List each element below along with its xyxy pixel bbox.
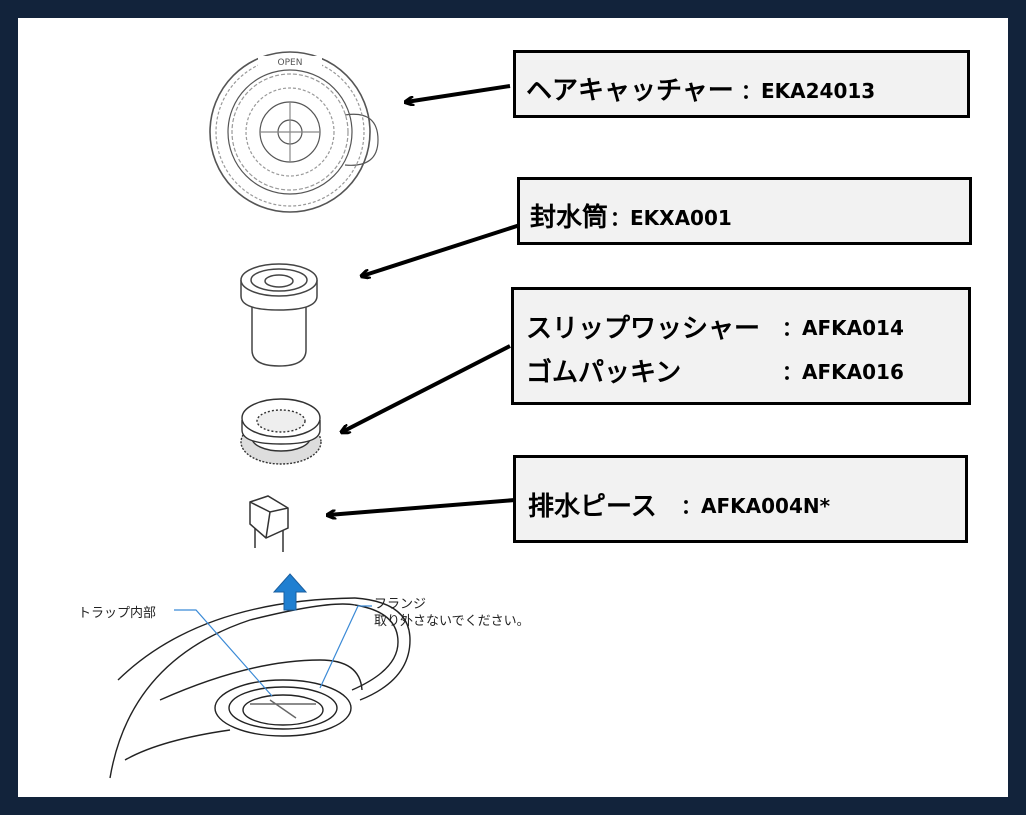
callout-seal-tube: 封水筒 ：EKXA001: [517, 177, 972, 245]
annotation-leaders: [174, 605, 372, 697]
hair-catcher-code: ：EKA24013: [741, 79, 876, 103]
annotation-trap-interior: トラップ内部: [78, 606, 157, 621]
rubber-packing-label: ゴムパッキン: [526, 358, 682, 388]
slip-washer-code: ：AFKA014: [782, 316, 904, 340]
hair-catcher-marking: OPEN: [278, 58, 303, 68]
arrow-seal-tube: [362, 223, 521, 276]
hair-catcher-drawing: [209, 51, 379, 213]
rubber-packing-code: ：AFKA016: [782, 360, 904, 384]
seal-tube-drawing: [240, 263, 318, 367]
drain-piece-code: ：AFKA004N*: [681, 494, 831, 518]
slip-washer-label: スリップワッシャー: [526, 314, 761, 344]
drain-piece-label: 排水ピース: [528, 492, 657, 522]
hair-catcher-label: ヘアキャッチャー: [526, 76, 734, 106]
arrow-drain-piece: [328, 498, 516, 515]
drain-piece-drawing: [249, 495, 289, 552]
annotation-flange: フランジ: [374, 597, 427, 612]
annotation-flange-note: 取り外さないでください。: [374, 614, 530, 629]
seal-tube-code: ：EKXA001: [610, 206, 732, 230]
seal-tube-label: 封水筒: [530, 203, 609, 233]
callout-drain-piece: 排水ピース ：AFKA004N*: [513, 455, 968, 543]
arrow-hair-catcher: [406, 84, 511, 102]
arrow-washer: [342, 344, 511, 432]
trap-flange-drawing: [109, 597, 411, 779]
callout-washer-packing: スリップワッシャー ：AFKA014 ゴムパッキン ：AFKA016: [511, 287, 971, 405]
lift-arrow-icon: [272, 573, 308, 611]
callout-hair-catcher: ヘアキャッチャー ：EKA24013: [513, 50, 970, 118]
washer-packing-drawing: [240, 398, 322, 465]
